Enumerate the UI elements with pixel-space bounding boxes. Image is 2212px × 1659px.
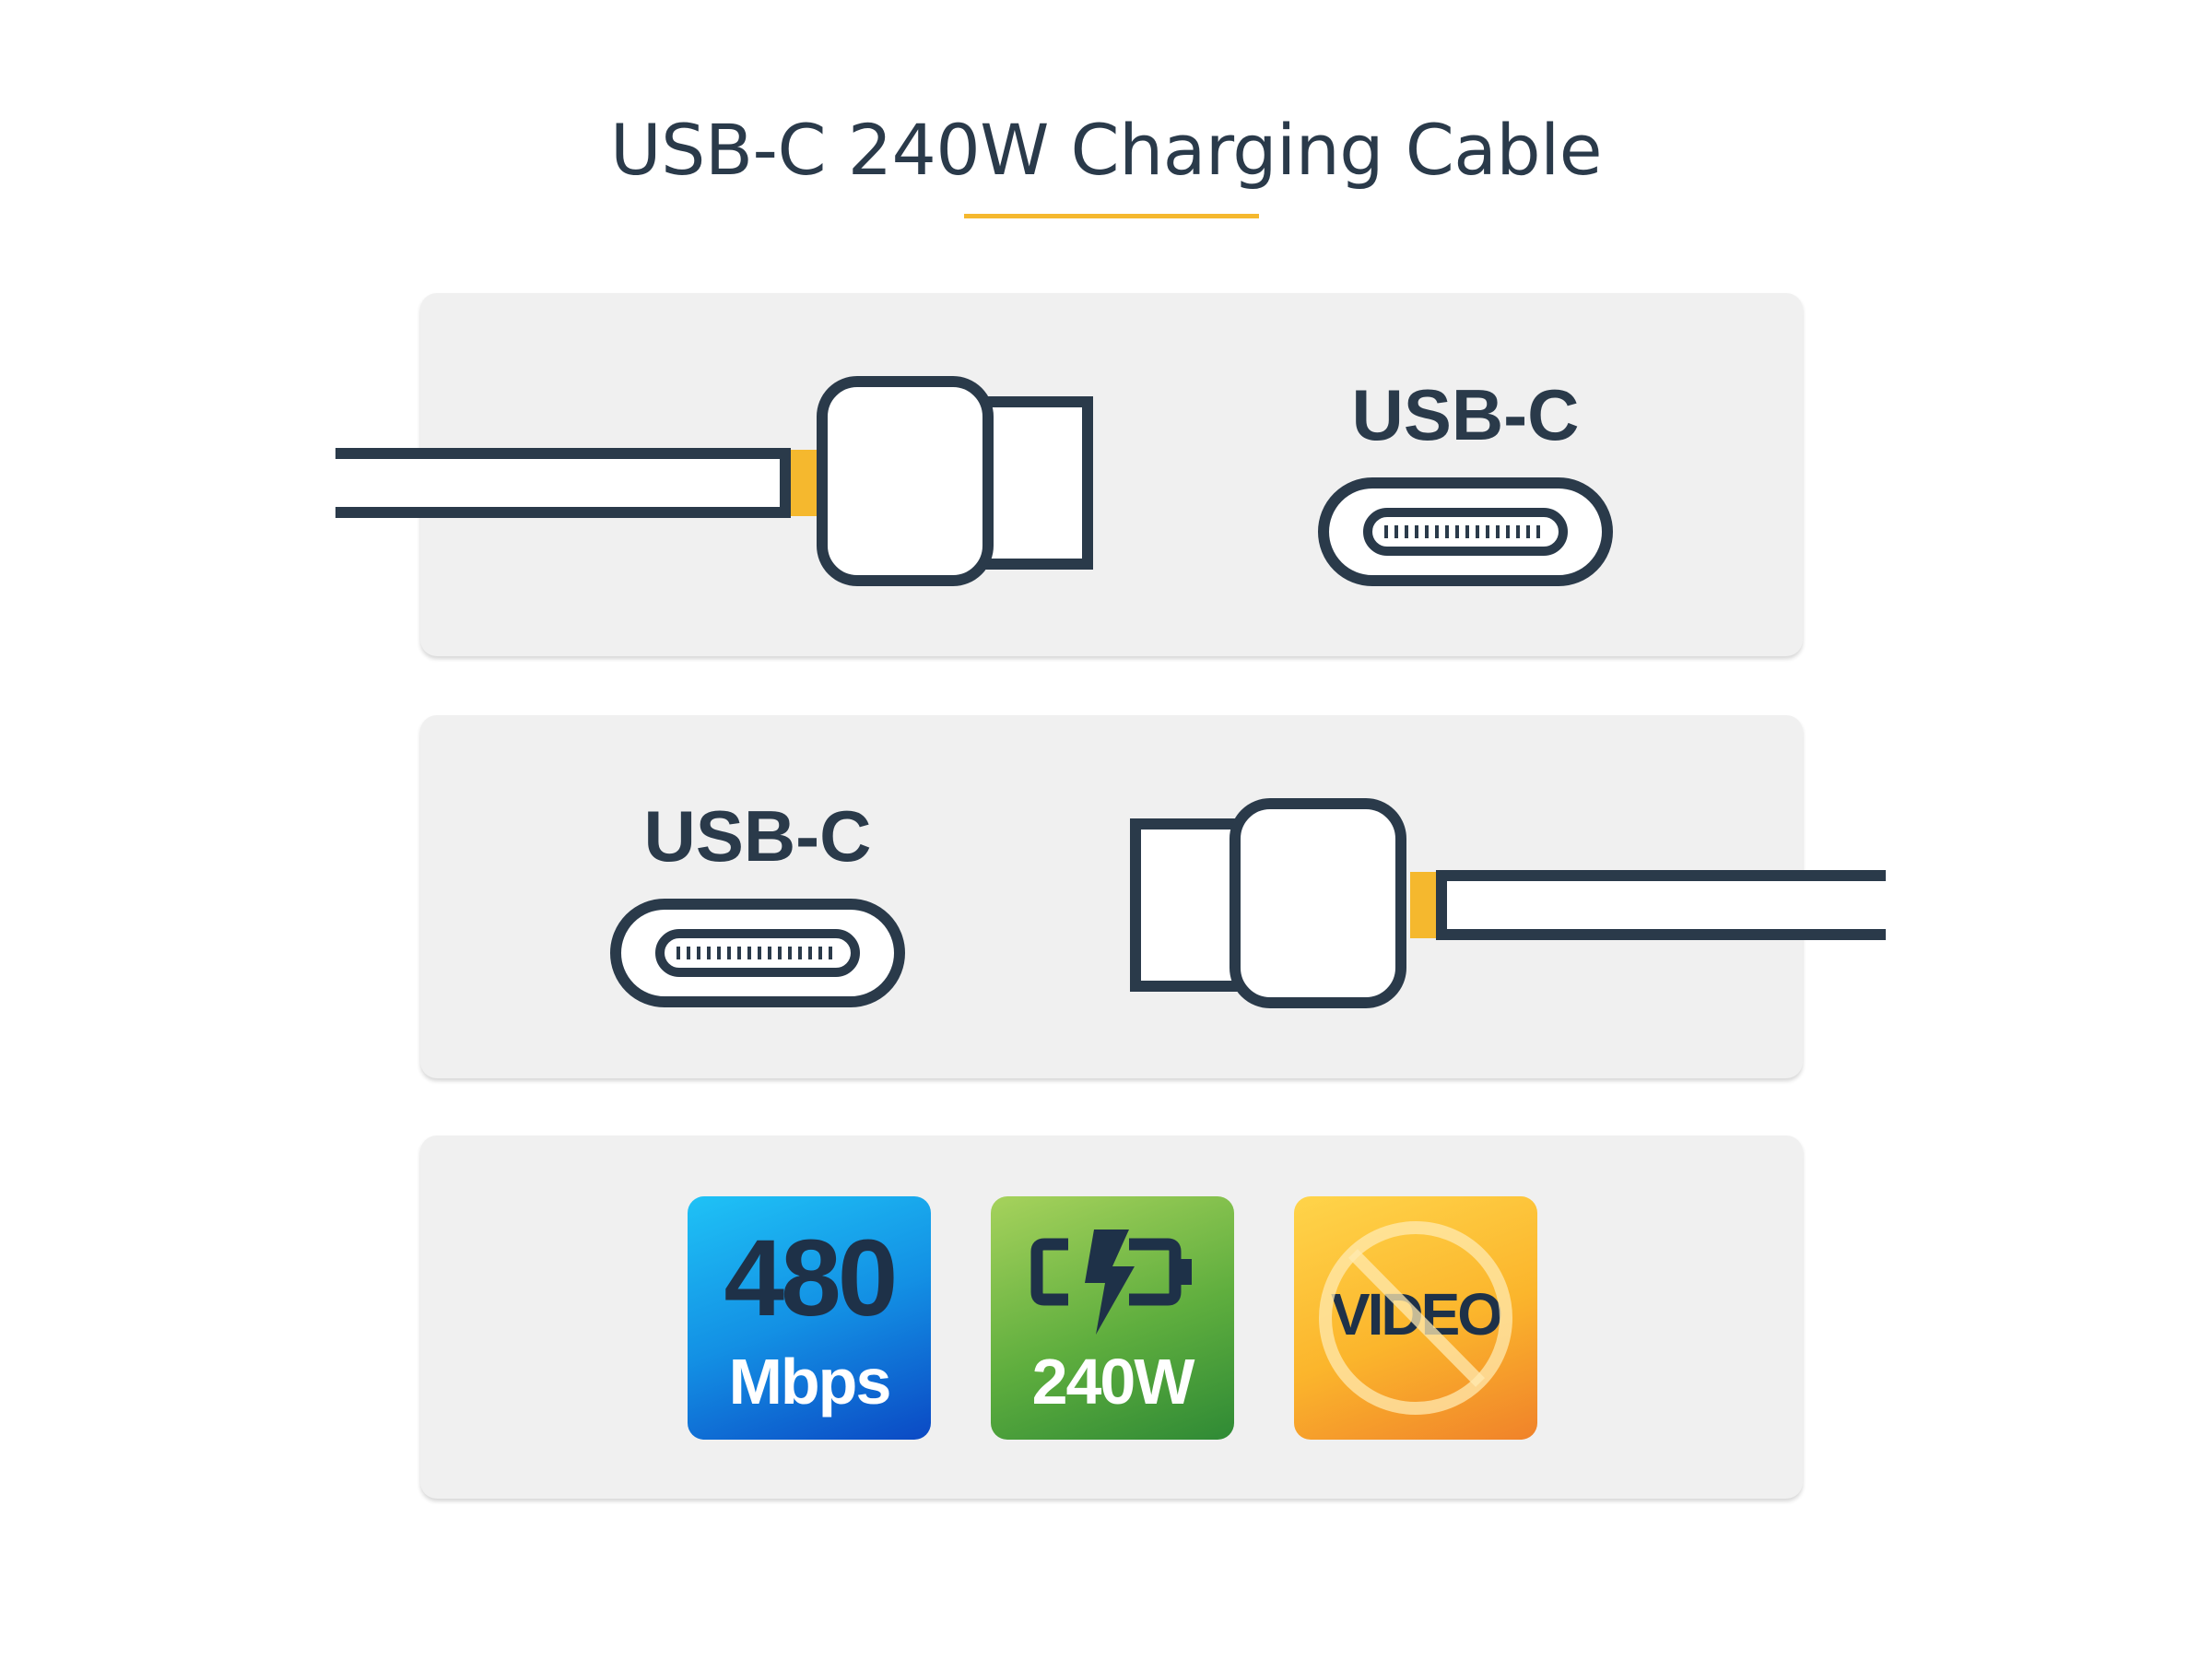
port-label-end-1: USB-C (1352, 374, 1580, 455)
no-symbol-icon (1319, 1221, 1512, 1415)
strain-relief-left (791, 450, 817, 516)
data-speed-value: 480 (724, 1218, 899, 1339)
usb-c-plug-icon (335, 376, 1093, 586)
page-title: USB-C 240W Charging Cable (610, 109, 1602, 191)
plug-body-right (1230, 798, 1406, 1008)
data-speed-unit: Mbps (728, 1346, 892, 1418)
battery-charging-icon (1030, 1230, 1192, 1335)
cable-left (335, 448, 791, 518)
usb-c-port-icon (1318, 477, 1613, 586)
no-video-badge: VIDEO (1294, 1196, 1537, 1440)
port-label-end-2: USB-C (644, 795, 872, 877)
power-badge: 240W (991, 1196, 1234, 1440)
usb-c-port-icon (610, 899, 905, 1007)
strain-relief-right (1410, 872, 1436, 938)
usb-c-plug-icon (1130, 798, 1886, 1008)
cable-right (1436, 870, 1886, 940)
plug-body-left (817, 376, 994, 586)
title-underline (964, 214, 1259, 218)
data-speed-badge: 480 Mbps (688, 1196, 931, 1440)
power-value: 240W (1031, 1346, 1195, 1418)
